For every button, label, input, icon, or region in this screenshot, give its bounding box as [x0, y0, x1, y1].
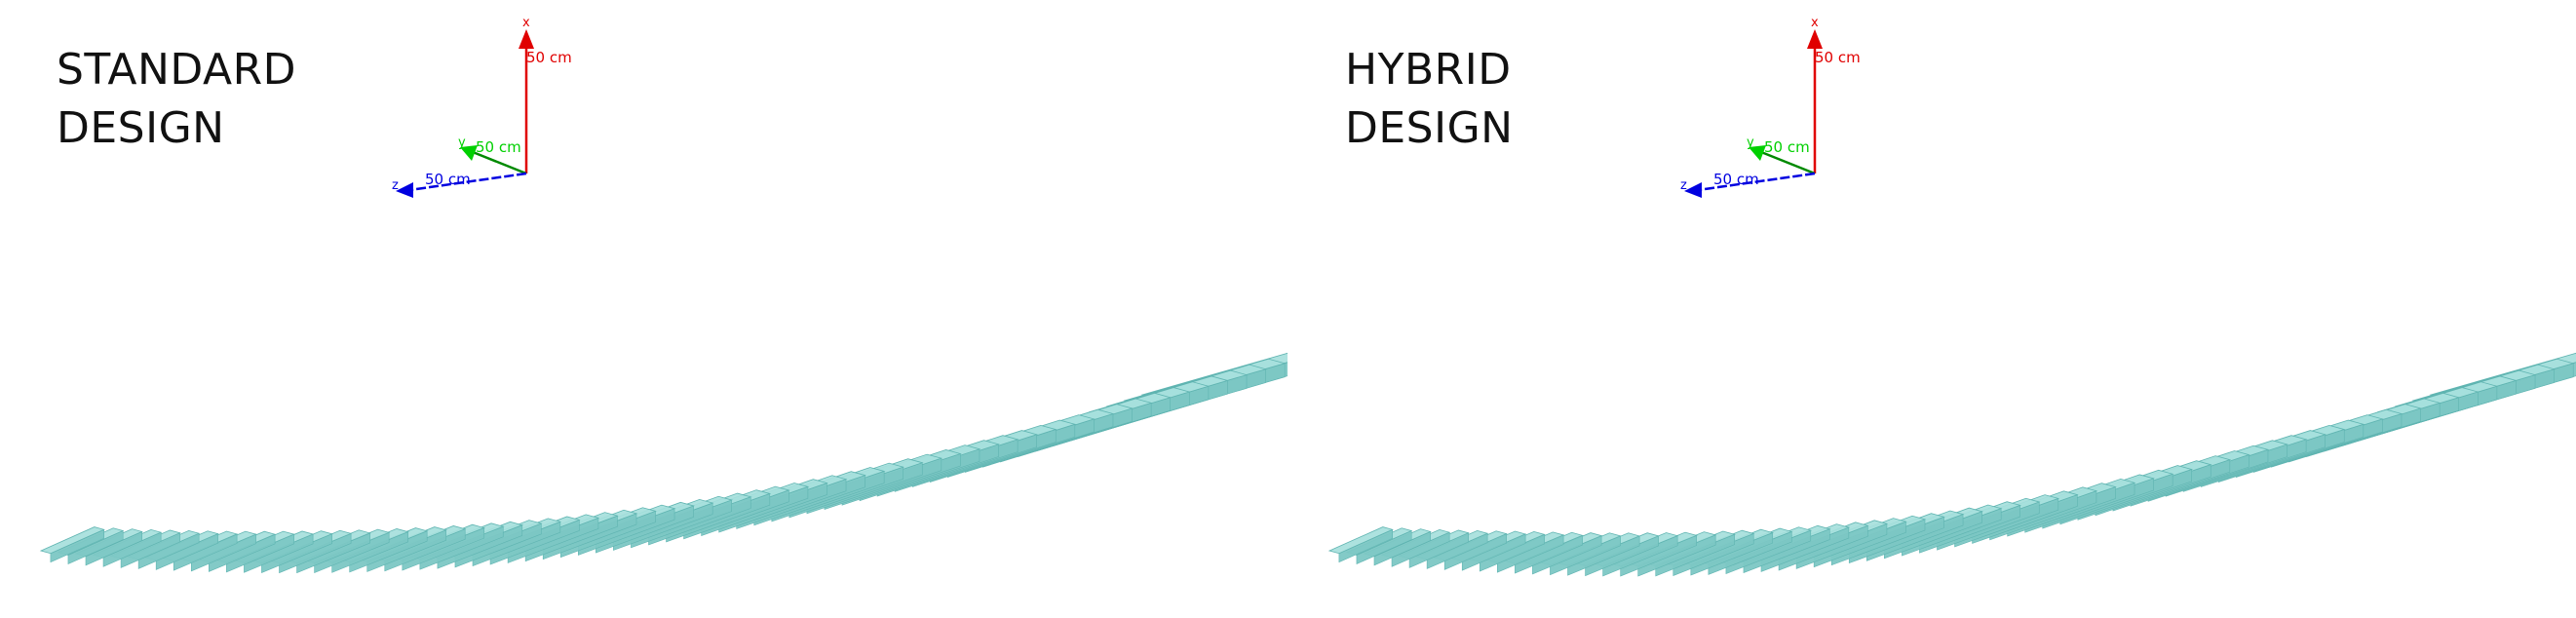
y-axis: y 50 cm: [1747, 135, 1816, 175]
z-axis-length-label: 50 cm: [425, 171, 471, 188]
y-axis-length-label: 50 cm: [476, 138, 521, 156]
hybrid-3d-scene: x 50 cm y 50 cm z 50 cm: [1327, 16, 2576, 577]
x-axis: x 50 cm: [519, 16, 572, 174]
x-axis: x 50 cm: [1807, 16, 1861, 174]
x-axis-letter: x: [1811, 16, 1819, 30]
z-axis-letter: z: [392, 178, 399, 193]
y-axis-length-label: 50 cm: [1764, 138, 1810, 156]
y-axis: y 50 cm: [458, 135, 527, 175]
y-axis-letter: y: [458, 135, 466, 150]
panel-title: STANDARD DESIGN: [57, 41, 296, 158]
hybrid-design-panel: HYBRID DESIGN x 50 cm y 50 cm z 50 cm: [1288, 0, 2576, 618]
slab-array: [1327, 352, 2576, 577]
z-axis: z 50 cm: [1680, 171, 1816, 198]
axis-triad: x 50 cm y 50 cm z 50 cm: [392, 16, 572, 198]
panel-title: HYBRID DESIGN: [1345, 41, 1514, 158]
standard-design-panel: STANDARD DESIGN x 50 cm y 50 cm z 50 cm: [39, 16, 1288, 574]
panel-title-line2: DESIGN: [57, 103, 225, 153]
standard-3d-scene: x 50 cm y 50 cm z 50 cm: [39, 16, 1288, 574]
slab-top-face: [39, 526, 105, 555]
z-axis-length-label: 50 cm: [1713, 171, 1759, 188]
y-axis-letter: y: [1747, 135, 1754, 150]
panel-title-line1: STANDARD: [57, 45, 297, 95]
z-axis: z 50 cm: [392, 171, 527, 198]
axis-triad: x 50 cm y 50 cm z 50 cm: [1680, 16, 1861, 198]
slab-array: [39, 352, 1288, 574]
z-axis-letter: z: [1680, 178, 1687, 193]
panel-title-line1: HYBRID: [1345, 45, 1512, 95]
x-axis-length-label: 50 cm: [526, 49, 572, 66]
panel-title-line2: DESIGN: [1345, 103, 1514, 153]
x-axis-length-label: 50 cm: [1815, 49, 1861, 66]
slab-top-face: [1327, 526, 1394, 555]
x-axis-letter: x: [522, 16, 530, 30]
